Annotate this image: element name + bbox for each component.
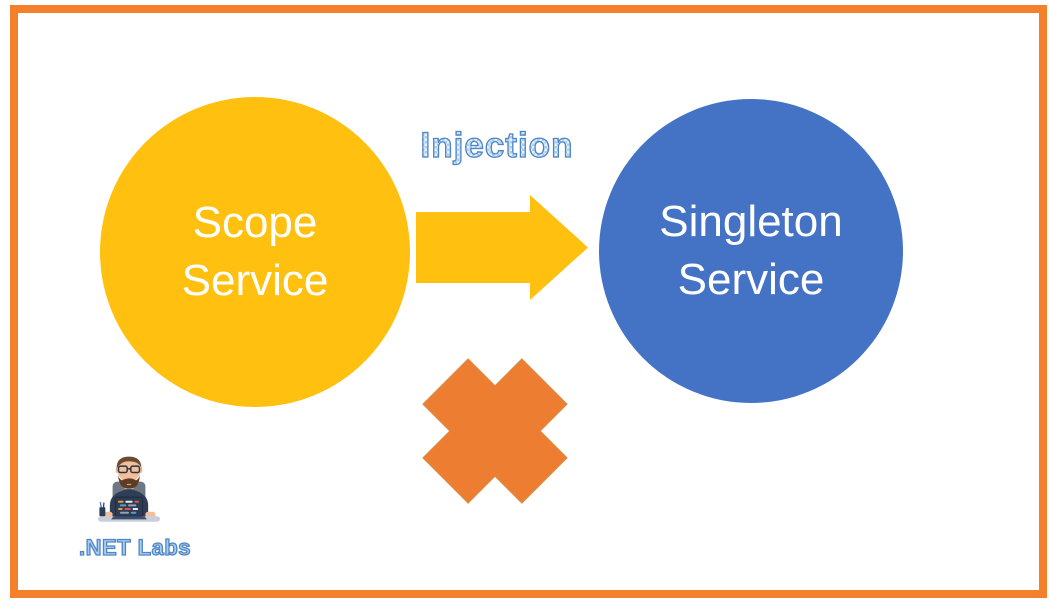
injection-label: Injection bbox=[377, 125, 617, 166]
singleton-service-label: Singleton Service bbox=[659, 196, 843, 304]
scope-service-circle: Scope Service bbox=[100, 97, 410, 407]
singleton-service-circle: Singleton Service bbox=[599, 99, 903, 403]
developer-illustration-icon bbox=[98, 456, 160, 522]
right-arrow-icon bbox=[416, 195, 588, 300]
dotnet-labs-label: .NET Labs bbox=[78, 534, 192, 560]
scope-service-label: Scope Service bbox=[181, 197, 329, 305]
blocked-cross-icon bbox=[422, 358, 568, 504]
